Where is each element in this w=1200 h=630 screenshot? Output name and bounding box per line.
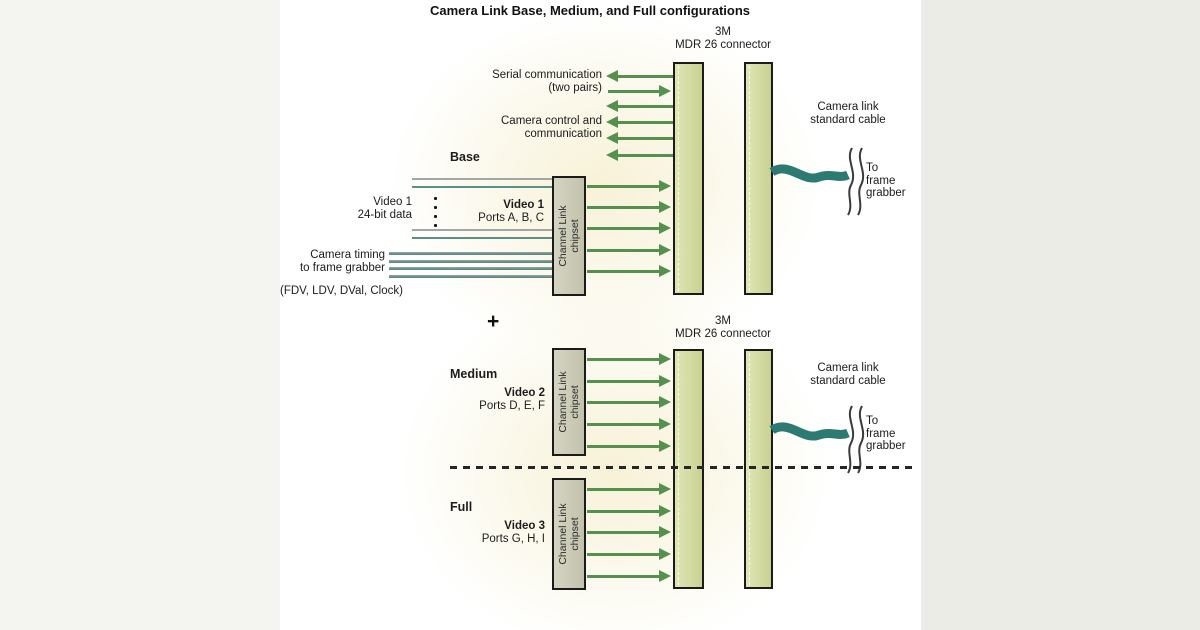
video1-ports-label-line2: Ports A, B, C xyxy=(478,212,544,224)
video-arrow-icon xyxy=(587,570,671,582)
chipset-label-line2: chipset xyxy=(569,385,581,419)
video-arrow-icon xyxy=(587,375,671,387)
control-arrow-icon xyxy=(606,100,673,112)
medium-connector-label: 3M MDR 26 connector xyxy=(648,315,798,341)
serial-communication-label: Serial communication xyxy=(492,69,602,81)
cable-label-line2: standard cable xyxy=(810,114,886,126)
base-connector-label: 3M MDR 26 connector xyxy=(648,26,798,52)
video1-data-lines xyxy=(412,229,553,239)
dest-line2: frame xyxy=(866,174,896,187)
camera-control-label-line2: communication xyxy=(524,128,602,140)
control-arrow-icon xyxy=(606,132,673,144)
full-chipset-label: Channel Link chipset xyxy=(552,478,586,590)
video2-label-line2: Ports D, E, F xyxy=(479,400,545,412)
video-arrow-icon xyxy=(587,353,671,365)
video-arrow-icon xyxy=(587,483,671,495)
timing-line xyxy=(389,275,553,278)
diagram-background xyxy=(280,0,921,630)
video-arrow-icon xyxy=(587,396,671,408)
camera-control-label-line1: Camera control and xyxy=(501,115,602,127)
timing-line xyxy=(389,267,553,270)
video-arrow-icon xyxy=(587,222,671,234)
video-arrow-icon xyxy=(587,180,671,192)
serial-out-arrow-icon xyxy=(606,70,673,82)
base-cable-break-icon xyxy=(847,147,865,216)
serial-in-arrow-icon xyxy=(608,85,671,97)
connector-label-line2: MDR 26 connector xyxy=(675,328,771,340)
base-destination-label: To frame grabber xyxy=(866,162,906,200)
base-mdr-connector-camera xyxy=(673,62,704,295)
ellipsis-dot xyxy=(434,197,437,200)
dest-line3: grabber xyxy=(866,187,906,199)
dest-line1: To xyxy=(866,415,879,427)
video-arrow-icon xyxy=(587,548,671,560)
chipset-label-line2: chipset xyxy=(569,219,581,253)
medium-cable-label: Camera link standard cable xyxy=(792,362,904,388)
video3-label-line1: Video 3 xyxy=(504,520,545,532)
serial-pairs-label: (two pairs) xyxy=(548,82,602,94)
plus-symbol: + xyxy=(487,310,500,333)
medium-cable-squiggle xyxy=(769,422,850,441)
base-cable-label: Camera link standard cable xyxy=(792,101,904,127)
full-section-label: Full xyxy=(450,500,473,514)
video-arrow-icon xyxy=(587,265,671,277)
connector-label-line1: 3M xyxy=(715,26,731,38)
video-arrow-icon xyxy=(587,418,671,430)
diagram-title: Camera Link Base, Medium, and Full confi… xyxy=(430,3,750,18)
base-cable-squiggle xyxy=(769,164,850,183)
medium-full-divider xyxy=(450,466,917,469)
cable-label-line1: Camera link xyxy=(817,101,879,113)
dest-line2: frame xyxy=(866,427,896,440)
video3-label-line2: Ports G, H, I xyxy=(481,533,545,545)
timing-line xyxy=(389,260,553,263)
control-arrow-icon xyxy=(606,116,673,128)
chipset-label-line1: Channel Link xyxy=(557,503,569,565)
video-arrow-icon xyxy=(587,244,671,256)
video-arrow-icon xyxy=(587,440,671,452)
video1-ports-label-line1: Video 1 xyxy=(503,199,544,211)
medium-section-label: Medium xyxy=(450,367,498,381)
timing-signals-label: (FDV, LDV, DVal, Clock) xyxy=(280,285,403,297)
control-arrow-icon xyxy=(606,149,673,161)
chipset-label-line1: Channel Link xyxy=(557,205,569,267)
video-arrow-icon xyxy=(587,201,671,213)
chipset-label-line1: Channel Link xyxy=(557,371,569,433)
base-chipset-label: Channel Link chipset xyxy=(552,176,586,296)
timing-line xyxy=(389,252,553,255)
video-arrow-icon xyxy=(587,526,671,538)
ellipsis-dot xyxy=(434,206,437,209)
video1-source-label-line2: 24-bit data xyxy=(357,209,412,221)
medium-full-mdr-connector-camera xyxy=(673,349,704,589)
camera-timing-label-line2: to frame grabber xyxy=(299,262,385,274)
right-margin xyxy=(921,0,1200,630)
full-channel-link-chipset xyxy=(552,478,586,590)
ellipsis-dot xyxy=(434,224,437,227)
cable-label-line2: standard cable xyxy=(810,375,886,387)
medium-channel-link-chipset xyxy=(552,348,586,456)
medium-cable-break-icon xyxy=(847,405,865,474)
camera-timing-label-line1: Camera timing xyxy=(310,249,385,261)
base-channel-link-chipset xyxy=(552,176,586,296)
medium-full-mdr-connector-cable xyxy=(744,349,773,589)
video2-label-line1: Video 2 xyxy=(504,387,545,399)
video1-source-label-line1: Video 1 xyxy=(373,196,412,208)
base-section-label: Base xyxy=(450,150,480,164)
dest-line1: To xyxy=(866,162,879,174)
medium-chipset-label: Channel Link chipset xyxy=(552,348,586,456)
cable-label-line1: Camera link xyxy=(817,362,879,374)
dest-line3: grabber xyxy=(866,440,906,452)
ellipsis-dot xyxy=(434,215,437,218)
video1-data-lines xyxy=(412,178,553,188)
video-arrow-icon xyxy=(587,505,671,517)
medium-destination-label: To frame grabber xyxy=(866,415,906,453)
connector-label-line2: MDR 26 connector xyxy=(675,39,771,51)
base-mdr-connector-cable xyxy=(744,62,773,295)
connector-label-line1: 3M xyxy=(715,315,731,327)
chipset-label-line2: chipset xyxy=(569,517,581,551)
